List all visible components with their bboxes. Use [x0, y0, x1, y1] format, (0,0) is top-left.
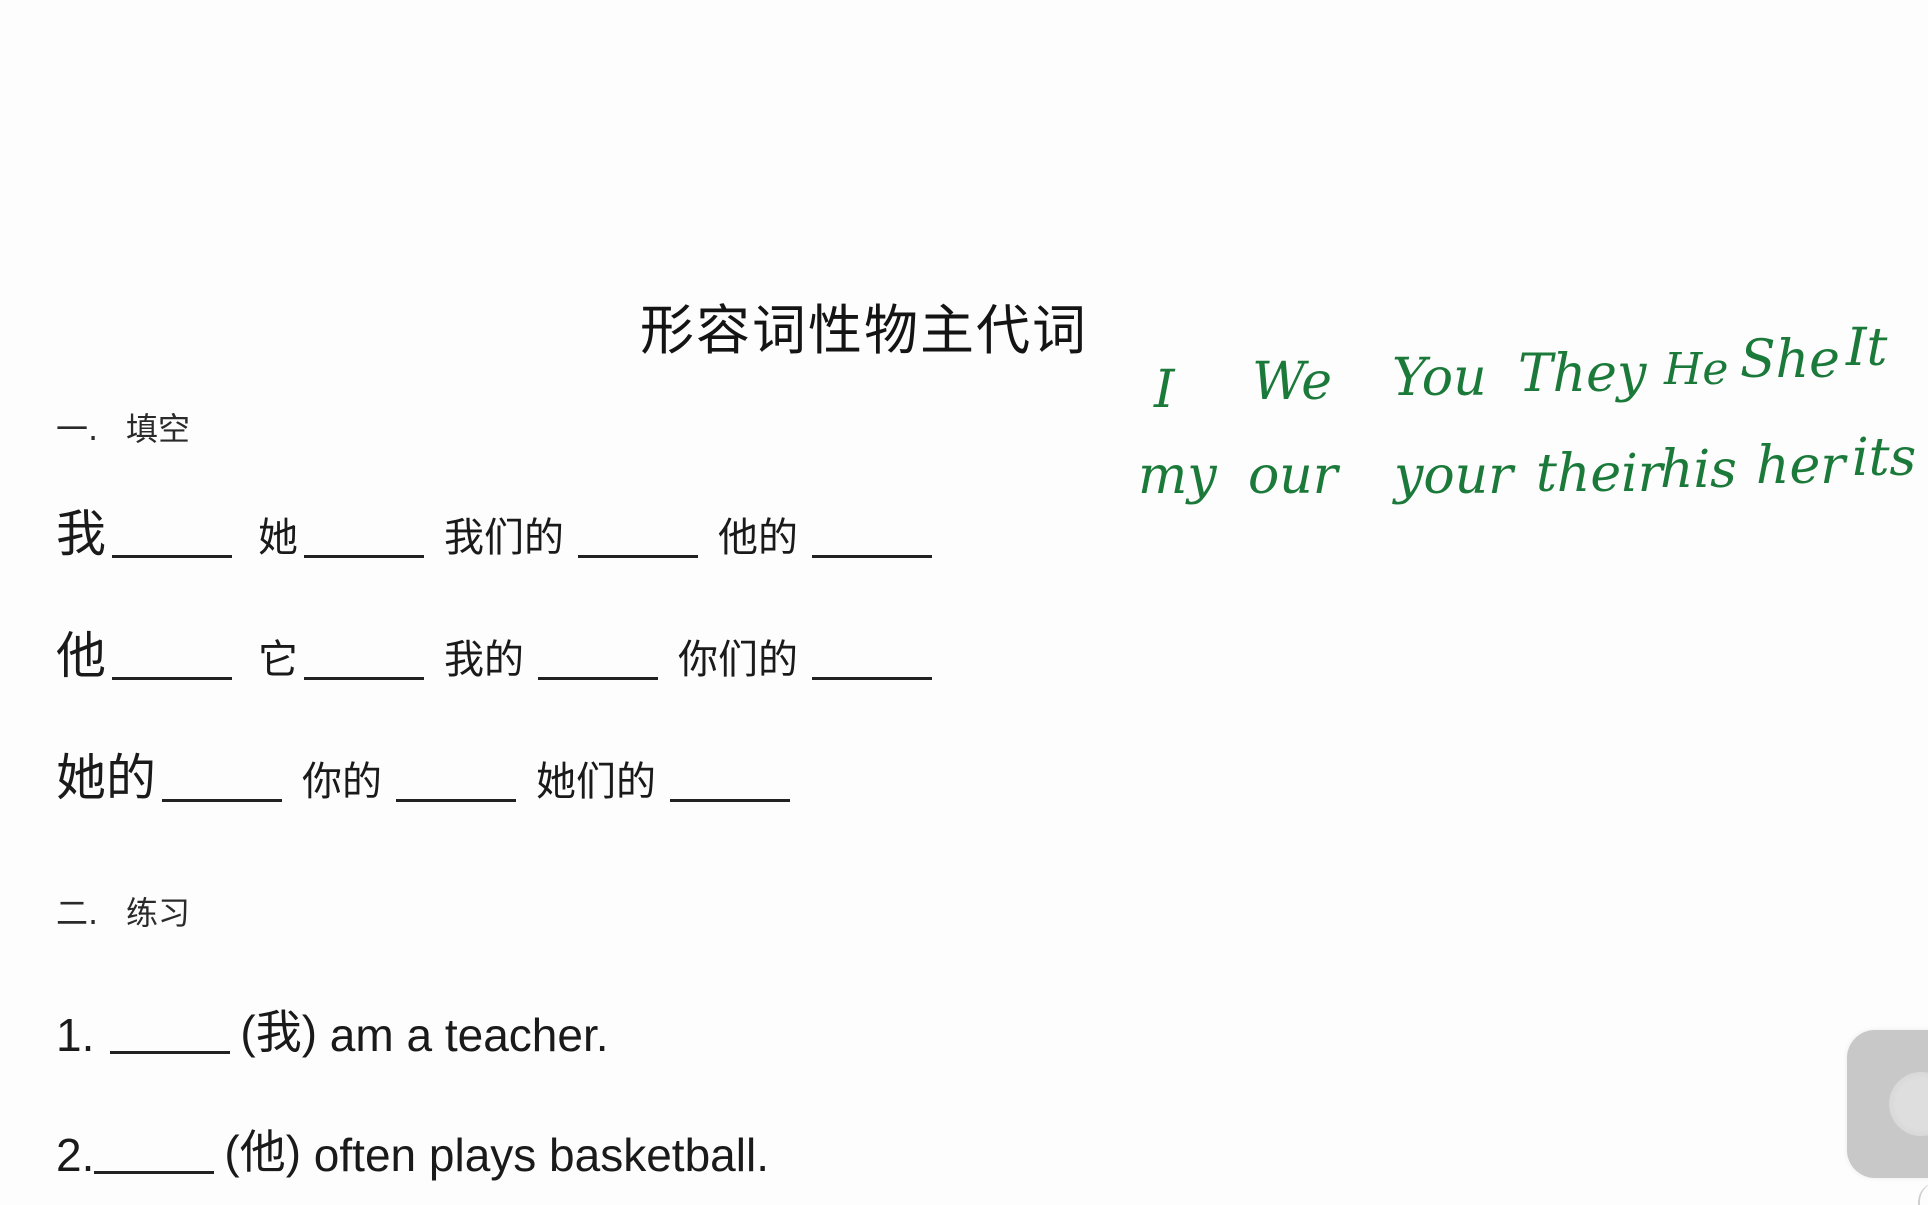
- handwritten-word: They: [1518, 344, 1647, 404]
- fill-item: 他的: [718, 516, 932, 560]
- fill-row-2: 他 它 我的 你们的: [56, 630, 952, 682]
- answer-blank[interactable]: [812, 677, 932, 680]
- fill-item-word: 我们的: [444, 515, 564, 561]
- section-1-heading: 一. 填空: [56, 404, 190, 450]
- section-1-number: 一.: [56, 410, 99, 448]
- fill-item-word: 你们的: [678, 637, 798, 683]
- handwritten-word: He: [1664, 344, 1729, 395]
- question-number: 2.: [56, 1129, 95, 1181]
- fill-row-3: 她的 你的 她们的: [56, 752, 810, 804]
- handwritten-word: I: [1154, 360, 1175, 420]
- answer-blank[interactable]: [812, 555, 932, 558]
- fill-item: 她: [258, 516, 424, 560]
- exercise-question-1: 1. (我) am a teacher.: [56, 996, 609, 1062]
- handwritten-word: She: [1740, 330, 1840, 390]
- answer-blank[interactable]: [304, 677, 424, 680]
- fill-row-1: 我 她 我们的 他的: [56, 508, 952, 560]
- answer-blank[interactable]: [578, 555, 698, 558]
- answer-blank[interactable]: [162, 799, 282, 802]
- fill-item-word: 你的: [302, 759, 382, 805]
- fill-item: 它: [258, 638, 424, 682]
- handwritten-word: We: [1252, 352, 1332, 412]
- handwritten-word: its: [1852, 428, 1917, 488]
- fill-item: 你们的: [678, 638, 932, 682]
- answer-blank[interactable]: [670, 799, 790, 802]
- handwritten-word: his: [1660, 440, 1737, 500]
- answer-blank[interactable]: [110, 1051, 231, 1054]
- fill-item-word: 她的: [56, 749, 156, 807]
- section-2-heading: 二. 练习: [56, 888, 190, 934]
- fill-item: 我的: [444, 638, 658, 682]
- fill-item: 她的: [56, 752, 282, 804]
- fill-item-word: 我的: [444, 637, 524, 683]
- fill-item: 你的: [302, 760, 516, 804]
- question-text: often plays basketball.: [313, 1129, 769, 1181]
- fill-item-word: 她们的: [536, 759, 656, 805]
- answer-blank[interactable]: [112, 555, 232, 558]
- cursor-arc-decoration: [1918, 1182, 1928, 1205]
- fill-item-word: 他的: [718, 515, 798, 561]
- fill-item: 他: [56, 630, 232, 682]
- question-hint: (我): [240, 1006, 318, 1058]
- answer-blank[interactable]: [538, 677, 658, 680]
- fill-item: 我们的: [444, 516, 698, 560]
- handwritten-word: her: [1756, 436, 1846, 496]
- answer-blank[interactable]: [94, 1171, 215, 1174]
- answer-blank[interactable]: [304, 555, 424, 558]
- fill-item-word: 他: [56, 627, 106, 685]
- section-2-label: 练习: [126, 894, 191, 932]
- section-1-label: 填空: [126, 410, 191, 448]
- handwritten-word: You: [1392, 348, 1487, 408]
- assistive-touch-button[interactable]: [1847, 1030, 1928, 1178]
- assistive-touch-icon: [1889, 1072, 1928, 1136]
- handwritten-word: It: [1846, 318, 1888, 378]
- exercise-question-2: 2. (他) often plays basketball.: [56, 1116, 769, 1182]
- handwritten-word: my: [1138, 446, 1217, 506]
- fill-item: 她们的: [536, 760, 790, 804]
- fill-item-word: 她: [258, 515, 298, 561]
- page-title: 形容词性物主代词: [640, 299, 1088, 362]
- handwritten-word: our: [1248, 446, 1338, 506]
- fill-item-word: 它: [258, 637, 298, 683]
- fill-item: 我: [56, 508, 232, 560]
- question-hint: (他): [224, 1126, 302, 1178]
- handwritten-word: your: [1394, 446, 1514, 506]
- fill-item-word: 我: [56, 505, 106, 563]
- answer-blank[interactable]: [112, 677, 232, 680]
- answer-blank[interactable]: [396, 799, 516, 802]
- section-2-number: 二.: [56, 894, 99, 932]
- question-number: 1.: [56, 1009, 95, 1061]
- handwritten-word: their: [1536, 444, 1663, 504]
- question-text: am a teacher.: [329, 1009, 609, 1061]
